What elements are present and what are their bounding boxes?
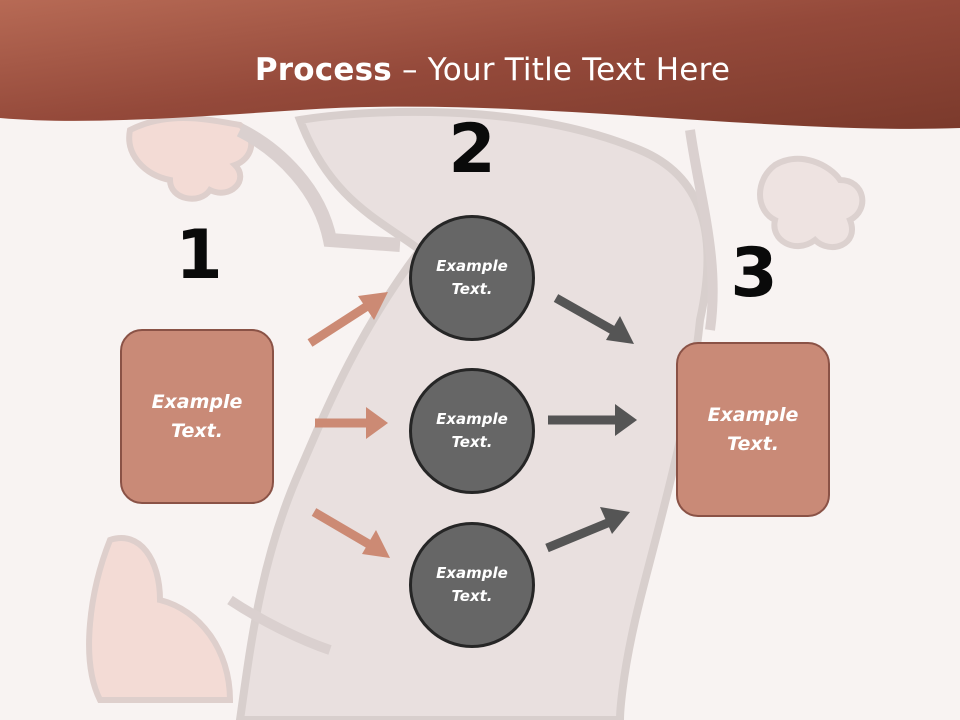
title-rest: – Your Title Text Here [391, 52, 731, 88]
arrow-right-top-icon [553, 294, 634, 344]
arrow-right-bottom-icon [545, 507, 630, 553]
step-number-3: 3 [730, 234, 778, 313]
step-1-label: Example Text. [151, 390, 243, 442]
arrow-left-top-icon [307, 292, 388, 347]
step-number-2: 2 [448, 110, 496, 189]
step-2-circle-bottom: Example Text. [409, 522, 535, 648]
step-1-box: Example Text. [120, 329, 274, 504]
title-bold: Process [254, 52, 392, 88]
arrow-left-bottom-icon [311, 508, 390, 558]
header-band [0, 0, 960, 129]
step-2-circle-top: Example Text. [409, 215, 535, 341]
step-2-circle-middle: Example Text. [409, 368, 535, 494]
page-title: Process – Your Title Text Here [0, 52, 960, 88]
step-2-label-top: Example Text. [436, 257, 508, 298]
step-3-box: Example Text. [676, 342, 830, 517]
step-3-label: Example Text. [707, 403, 799, 455]
arrow-right-middle-icon [548, 404, 637, 436]
step-2-label-middle: Example Text. [436, 410, 508, 451]
step-2-label-bottom: Example Text. [436, 564, 508, 605]
step-number-1: 1 [175, 216, 223, 295]
arrow-left-middle-icon [315, 407, 388, 439]
